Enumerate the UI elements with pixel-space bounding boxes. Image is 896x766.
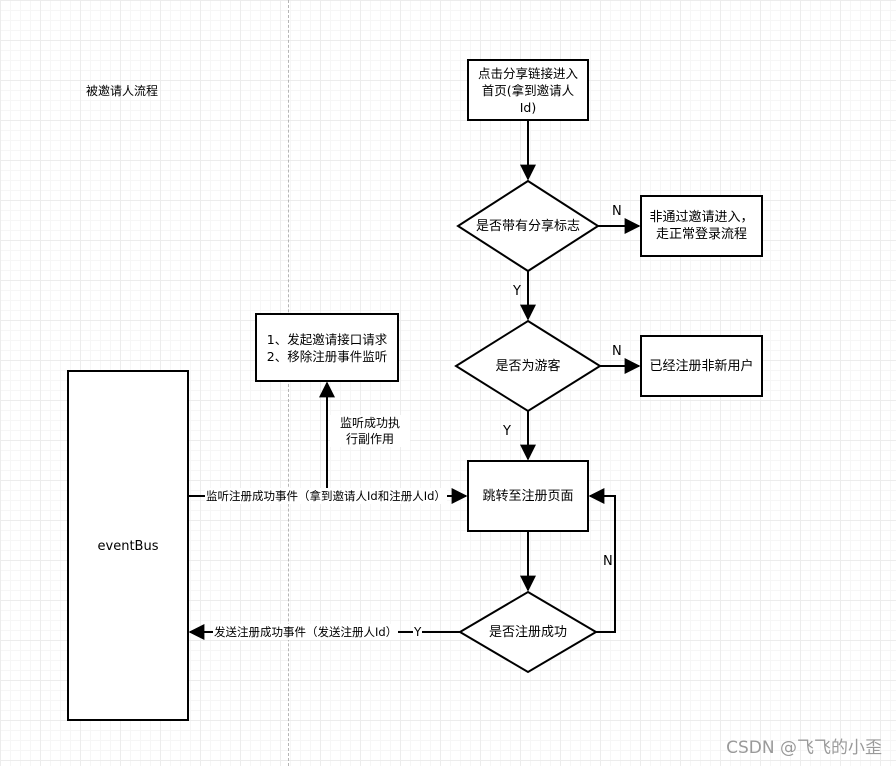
dashed-guide-line [288,0,289,766]
send-event-label: 发送注册成功事件（发送注册人Id） [213,624,399,640]
guest-no-label: N [612,344,622,359]
watermark: CSDN @飞飞的小歪 [726,738,882,758]
registered-user-text: 已经注册非新用户 [649,358,754,374]
register-no-label: N [603,554,613,569]
register-success-text: 是否注册成功 [488,624,567,640]
goto-register-text: 跳转至注册页面 [482,488,574,504]
event-bus-box[interactable] [67,370,189,721]
edge-register-no-loop [588,488,616,633]
registered-user-box[interactable] [640,335,763,397]
page-title: 被邀请人流程 [86,84,159,98]
guest-text: 是否为游客 [495,358,561,374]
listen-success-label: 监听成功执 行副作用 [330,415,410,447]
share-flag-text: 是否带有分享标志 [475,218,580,234]
register-success-diamond[interactable] [458,590,598,674]
event-bus-text: eventBus [97,538,159,554]
not-invited-text: 非通过邀请进入， 走正常登录流程 [649,210,754,242]
invite-actions-box[interactable] [255,313,399,382]
share-yes-label: Y [513,284,521,299]
invite-actions-text: 1、发起邀请接口请求 2、移除注册事件监听 [266,331,388,364]
start-text: 点击分享链接进入 首页(拿到邀请人 Id) [477,65,578,115]
not-invited-box[interactable] [640,195,763,257]
listen-event-label: 监听注册成功事件（拿到邀请人Id和注册人Id） [205,488,447,504]
guest-yes-label: Y [503,424,511,439]
register-yes-label: Y [413,624,423,640]
share-no-label: N [612,204,622,219]
